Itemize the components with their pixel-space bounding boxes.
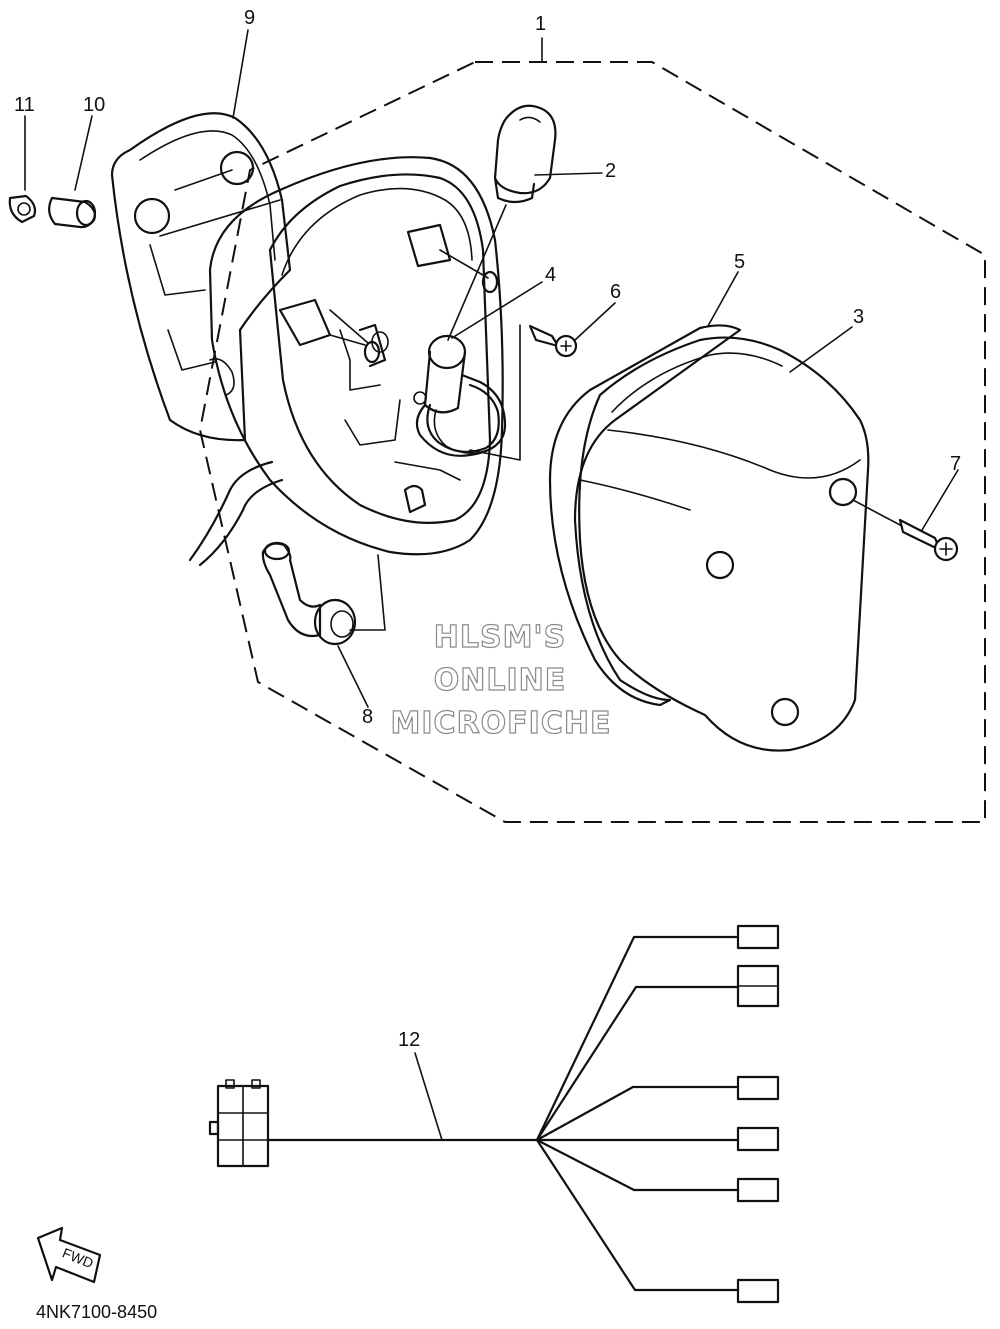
callout-6: 6 <box>610 281 622 303</box>
leader-10 <box>74 115 93 191</box>
leader-6 <box>574 302 616 341</box>
callout-10: 10 <box>83 94 106 116</box>
grommet-part-8 <box>261 541 357 646</box>
lamp-housing <box>188 156 504 567</box>
assembly-guide-line <box>469 324 521 461</box>
leader-2 <box>534 172 603 176</box>
gasket-part-5 <box>548 324 742 707</box>
nut-part-11 <box>8 194 37 224</box>
bulb-part-2 <box>493 104 557 204</box>
callout-7: 7 <box>950 453 962 475</box>
screw-part-6 <box>528 324 578 358</box>
callout-1: 1 <box>535 13 547 35</box>
leader-8 <box>337 645 369 708</box>
grommet-guide-line <box>349 554 386 631</box>
callout-8: 8 <box>362 706 374 728</box>
base-plate-part-9 <box>110 112 292 442</box>
screw-part-7 <box>898 518 959 562</box>
fwd-arrow-icon: FWD <box>36 1226 102 1284</box>
callout-5: 5 <box>734 251 746 273</box>
leader-12 <box>414 1052 443 1141</box>
leader-3 <box>789 326 853 373</box>
screw-7-guide-line <box>852 499 901 526</box>
leader-9 <box>232 29 249 119</box>
callout-9: 9 <box>244 7 256 29</box>
watermark-line-3: MICROFICHE <box>390 706 612 741</box>
callout-4: 4 <box>545 264 557 286</box>
leader-5 <box>707 271 739 327</box>
callout-3: 3 <box>853 306 865 328</box>
diagram-code: 4NK7100-8450 <box>36 1302 158 1322</box>
callout-11: 11 <box>14 94 35 116</box>
fwd-arrow-label: FWD <box>60 1245 96 1272</box>
callout-2: 2 <box>605 160 617 182</box>
socket-part-4 <box>413 334 507 457</box>
collar-part-10 <box>48 196 97 229</box>
watermark-line-2: ONLINE <box>433 663 567 698</box>
callout-12: 12 <box>398 1029 421 1051</box>
assembly-boundary-dashed <box>198 61 986 823</box>
leader-7 <box>921 469 959 531</box>
lens-part-3 <box>578 336 870 752</box>
watermark-line-1: HLSM'S <box>433 620 567 655</box>
bulb-to-socket-line <box>447 204 507 341</box>
leader-4 <box>451 281 543 339</box>
wire-harness-part-12 <box>208 924 780 1304</box>
